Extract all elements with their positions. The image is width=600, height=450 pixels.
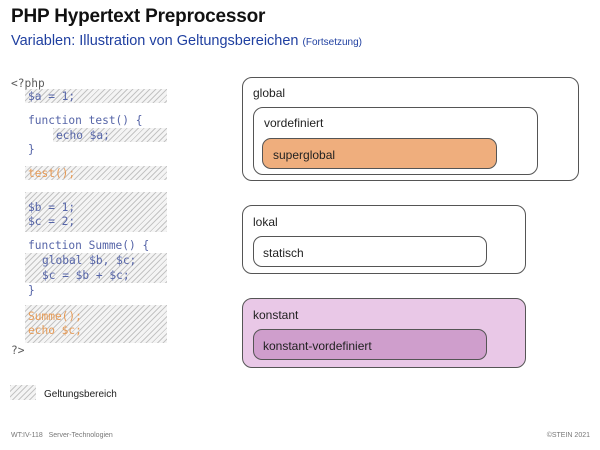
code-call-test: test(); bbox=[28, 167, 76, 180]
scope-konstant-vordefiniert-box bbox=[253, 329, 487, 360]
code-echo-a: echo $a; bbox=[56, 129, 110, 142]
code-close-brace-1: } bbox=[28, 143, 35, 156]
scope-hatch-test-local bbox=[53, 128, 167, 142]
scope-superglobal-box bbox=[262, 138, 497, 169]
scope-vordefiniert-label: vordefiniert bbox=[264, 116, 324, 130]
page-subtitle: Variablen: Illustration von Geltungsbere… bbox=[11, 33, 362, 49]
scope-hatch-global-bc bbox=[25, 192, 167, 232]
hatch-pattern-icon bbox=[10, 385, 36, 400]
code-function-summe: function Summe() { bbox=[28, 239, 150, 252]
code-c-sum: $c = $b + $c; bbox=[42, 269, 130, 282]
code-close-brace-2: } bbox=[28, 284, 35, 297]
scope-konstant-label: konstant bbox=[253, 308, 299, 322]
page-title: PHP Hypertext Preprocessor bbox=[11, 6, 266, 27]
code-call-summe: Summe(); bbox=[28, 310, 82, 323]
code-function-test: function test() { bbox=[28, 114, 143, 127]
scope-superglobal-label: superglobal bbox=[273, 148, 336, 162]
scope-hatch-summe-local bbox=[25, 253, 167, 283]
scope-statisch-box bbox=[253, 236, 487, 267]
scope-lokal-label: lokal bbox=[253, 215, 278, 229]
scope-hatch-global-call-test bbox=[25, 166, 167, 180]
code-b-assign: $b = 1; bbox=[28, 201, 76, 214]
scope-hatch-global-a bbox=[25, 89, 167, 103]
subtitle-note: (Fortsetzung) bbox=[302, 37, 362, 48]
footer-copyright: ©STEIN 2021 bbox=[546, 432, 590, 439]
code-a-assign: $a = 1; bbox=[28, 90, 76, 103]
subtitle-text: Variablen: Illustration von Geltungsbere… bbox=[11, 33, 299, 49]
footer-slide-info: WT:IV-118 Server-Technologien bbox=[11, 432, 113, 439]
scope-konstant-vordefiniert-label: konstant-vordefiniert bbox=[263, 339, 372, 353]
code-c-assign: $c = 2; bbox=[28, 215, 76, 228]
scope-statisch-label: statisch bbox=[263, 246, 304, 260]
code-close-tag: ?> bbox=[11, 344, 25, 357]
scope-global-label: global bbox=[253, 86, 286, 100]
code-open-tag: <?php bbox=[11, 77, 45, 90]
scope-hatch-global-summe bbox=[25, 305, 167, 343]
code-echo-c: echo $c; bbox=[28, 324, 82, 337]
code-global-decl: global $b, $c; bbox=[42, 254, 137, 267]
legend-label: Geltungsbereich bbox=[44, 389, 117, 400]
